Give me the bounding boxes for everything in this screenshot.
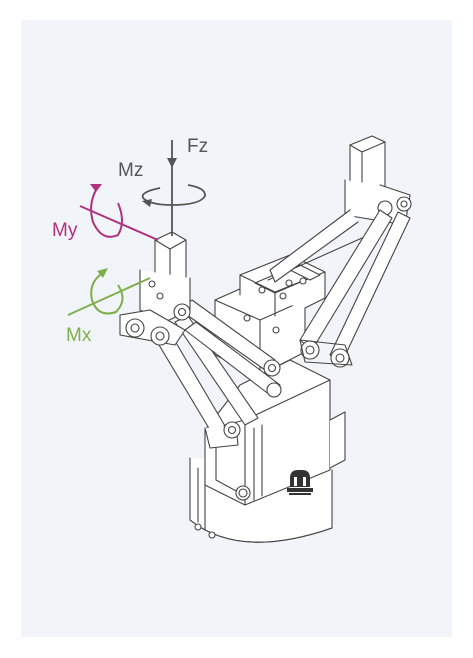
mx-label: Mx (66, 325, 92, 346)
mz-label: Mz (118, 160, 143, 181)
left-lower-link (149, 315, 259, 449)
mx-moment-arrow (67, 268, 151, 316)
gripper-illustration (119, 135, 412, 543)
fz-label: Fz (187, 136, 208, 157)
manufacturer-logo-icon (287, 470, 313, 495)
mz-moment-arrow (141, 184, 206, 207)
left-upper-link (179, 299, 282, 398)
right-finger-assembly (267, 135, 412, 368)
fz-force-arrow (167, 140, 177, 236)
my-moment-arrow (79, 184, 159, 241)
left-finger-assembly (119, 231, 191, 346)
my-label: My (52, 220, 78, 241)
